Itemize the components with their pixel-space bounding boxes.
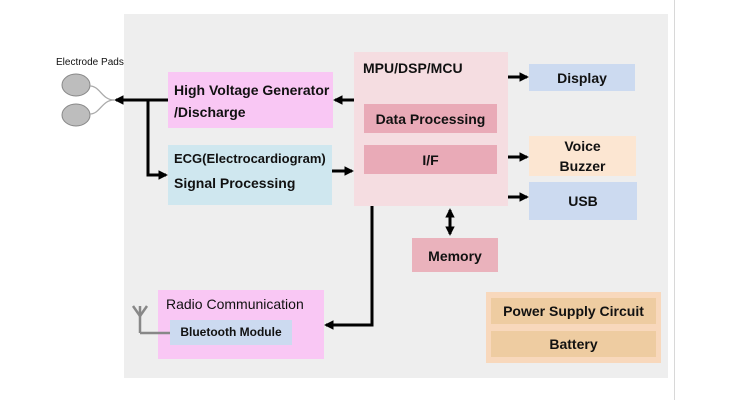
data-processing-label: Data Processing [375, 111, 486, 127]
battery-block [491, 331, 656, 357]
electrode-lead-wire-bottom [89, 99, 115, 115]
power-supply-circuit-label: Power Supply Circuit [503, 303, 644, 319]
bluetooth-module-label: Bluetooth Module [180, 325, 282, 339]
electrode-pad-bottom [61, 103, 91, 127]
ecg-signal-processing-block [168, 145, 332, 205]
memory-block [412, 238, 498, 272]
usb-block [529, 182, 637, 220]
electrode-pad-top [61, 73, 91, 97]
battery-label: Battery [549, 336, 598, 352]
if-label: I/F [422, 152, 439, 168]
discharge-label: /Discharge [174, 104, 246, 120]
power-supply-circuit-block [491, 298, 656, 324]
memory-label: Memory [428, 248, 482, 264]
buzzer-label: Buzzer [559, 158, 606, 174]
electrode-lead-wire-top [89, 85, 115, 101]
arrow-mpu-to-radio [324, 206, 374, 330]
arrow-electrodes-to-ecg [146, 100, 168, 180]
ecg-label: ECG(Electrocardiogram) [174, 151, 326, 166]
high-voltage-generator-block [168, 72, 333, 128]
mpu-label: MPU/DSP/MCU [363, 60, 463, 76]
if-block [364, 145, 497, 174]
display-block [529, 64, 635, 91]
electrode-pads-label: Electrode Pads [56, 57, 124, 68]
usb-label: USB [568, 193, 598, 209]
page-edge-line [674, 0, 675, 400]
high-voltage-generator-label: High Voltage Generator [174, 82, 330, 98]
bluetooth-module-block [170, 320, 292, 345]
signal-processing-label: Signal Processing [174, 175, 296, 191]
radio-communication-label: Radio Communication [166, 296, 304, 312]
antenna-icon [131, 305, 170, 335]
voice-buzzer-block [529, 136, 636, 176]
data-processing-block [364, 104, 497, 133]
voice-label: Voice [564, 138, 601, 154]
display-label: Display [557, 70, 607, 86]
